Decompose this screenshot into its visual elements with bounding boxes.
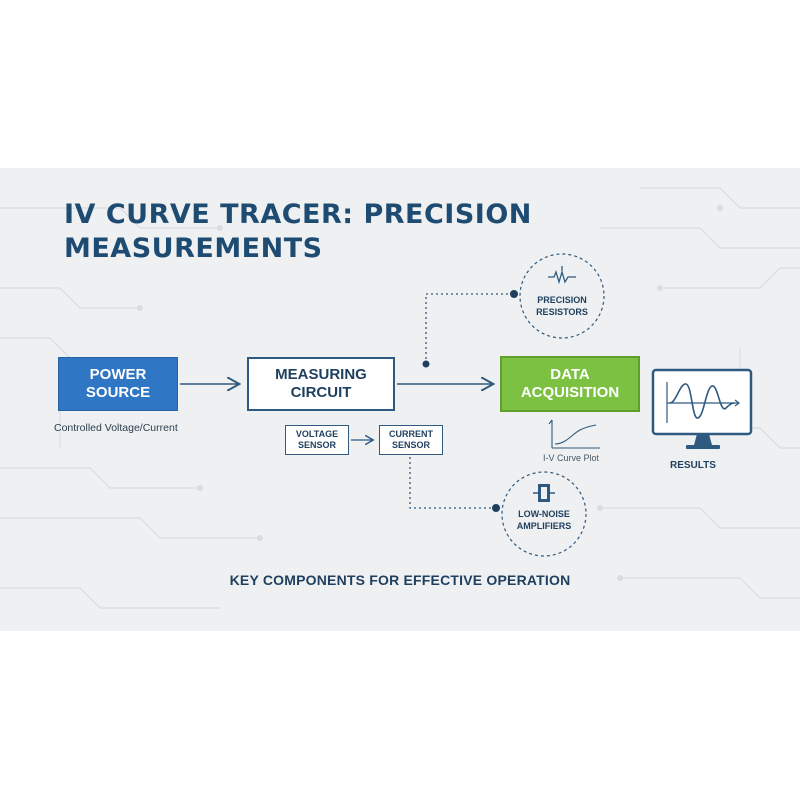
power-source-caption: Controlled Voltage/Current — [54, 422, 178, 434]
power-source-block: POWER SOURCE — [58, 357, 178, 411]
footer-caption: KEY COMPONENTS FOR EFFECTIVE OPERATION — [229, 572, 571, 588]
voltage-sensor-block: VOLTAGE SENSOR — [285, 425, 349, 455]
monitor-waveform-icon — [651, 368, 753, 449]
amplifier-icon — [533, 484, 555, 502]
precision-resistors-circle — [519, 253, 605, 339]
precision-resistors-label: PRECISION RESISTORS — [536, 295, 588, 317]
current-sensor-block: CURRENT SENSOR — [379, 425, 443, 455]
resistor-icon — [548, 266, 576, 285]
low-noise-amplifiers-label: LOW-NOISE AMPLIFIERS — [516, 509, 572, 531]
page-title: IV CURVE TRACER: PRECISION MEASUREMENTS — [64, 199, 532, 264]
iv-curve-icon — [548, 419, 600, 449]
measuring-circuit-block: MEASURING CIRCUIT — [247, 357, 395, 411]
low-noise-amplifiers-circle — [501, 471, 587, 557]
iv-curve-caption: I-V Curve Plot — [543, 453, 600, 463]
link-precision-resistors — [425, 293, 512, 364]
diagram-panel: IV CURVE TRACER: PRECISION MEASUREMENTS — [0, 168, 800, 631]
diagram-connectors — [180, 253, 753, 557]
results-label: RESULTS — [670, 460, 716, 471]
data-acquisition-block: DATA ACQUISITION — [500, 356, 640, 412]
link-low-noise-amplifiers — [409, 457, 494, 509]
